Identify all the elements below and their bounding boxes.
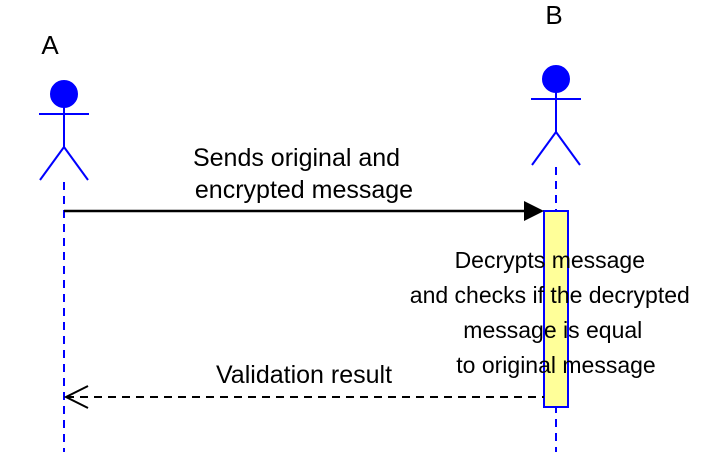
note-line-3: message is equal bbox=[463, 317, 642, 343]
note-line-4: to original message bbox=[456, 352, 655, 378]
message-1-label-line-2: encrypted message bbox=[195, 176, 413, 204]
message-validation-result: Validation result bbox=[63, 361, 544, 409]
actor-b-label: B bbox=[545, 0, 562, 30]
note-line-1: Decrypts message bbox=[455, 247, 645, 273]
actor-a-label: A bbox=[41, 30, 59, 60]
open-arrowhead-icon bbox=[63, 385, 89, 409]
actor-a-figure-icon bbox=[39, 80, 89, 181]
message-2-label: Validation result bbox=[216, 361, 392, 389]
actor-a: A bbox=[39, 30, 89, 452]
actor-b-figure-icon bbox=[531, 65, 581, 166]
activation-note: Decrypts message and checks if the decry… bbox=[410, 247, 696, 378]
message-1-label-line-1: Sends original and bbox=[193, 144, 400, 172]
message-sends-original: Sends original and encrypted message bbox=[64, 144, 544, 221]
message-1-label: Sends original and encrypted message bbox=[193, 144, 413, 204]
solid-arrowhead-icon bbox=[524, 201, 544, 221]
activation-box-b bbox=[543, 210, 569, 408]
note-line-2: and checks if the decrypted bbox=[410, 282, 690, 308]
